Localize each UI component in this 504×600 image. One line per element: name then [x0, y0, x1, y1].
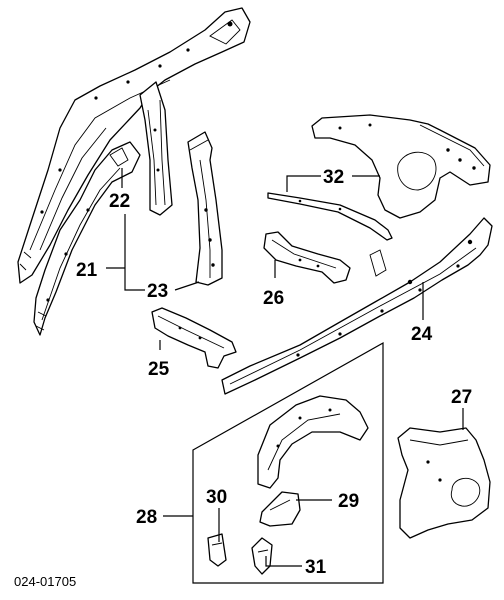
- part-29-bracket: [259, 491, 301, 527]
- label-25: 25: [148, 359, 170, 380]
- diagram-code: 024-01705: [14, 574, 76, 589]
- label-23: 23: [147, 281, 168, 302]
- part-22-inner-pillar: [33, 141, 141, 336]
- label-32: 32: [323, 167, 344, 188]
- part-32-quarter-panel: [311, 114, 491, 219]
- label-24: 24: [411, 324, 433, 345]
- part-30-clip: [207, 533, 227, 567]
- part-21-pillar-frame: [17, 7, 251, 284]
- part-26-crossmember: [263, 231, 351, 284]
- part-25-floor-bracket: [151, 307, 237, 369]
- label-21: 21: [76, 260, 98, 281]
- label-22: 22: [109, 191, 130, 212]
- part-23-b-pillar: [187, 131, 223, 286]
- leader-lines: [106, 168, 464, 567]
- label-30: 30: [206, 487, 227, 508]
- label-31: 31: [305, 557, 327, 578]
- part-31-bracket: [251, 537, 273, 575]
- part-28-wheel-arch: [257, 395, 369, 489]
- part-32-seal-strip: [267, 192, 393, 241]
- part-24-side-sill: [221, 217, 493, 395]
- label-27: 27: [451, 387, 472, 408]
- part-27-rear-inner-quarter: [397, 427, 491, 539]
- label-26: 26: [263, 288, 284, 309]
- part-28-group-box: [192, 341, 384, 584]
- label-28: 28: [136, 507, 157, 528]
- label-29: 29: [338, 491, 359, 512]
